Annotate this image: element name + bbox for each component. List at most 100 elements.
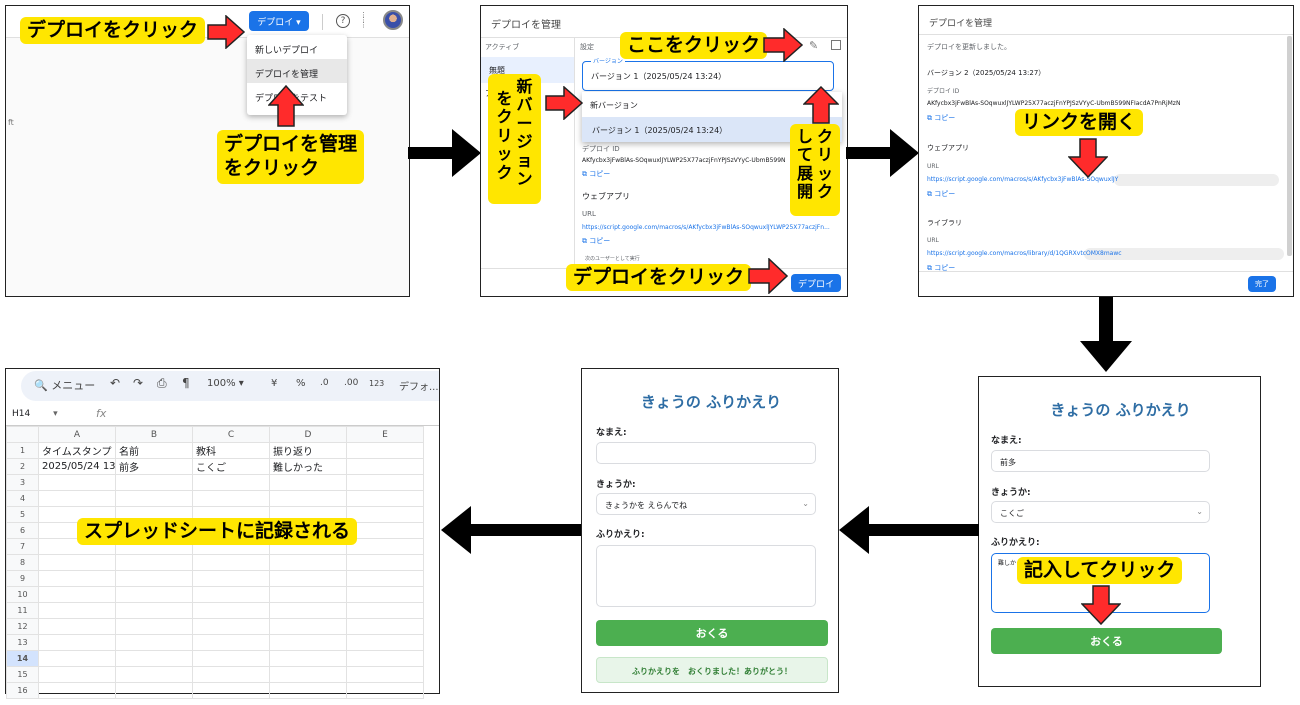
table-cell[interactable] [115, 634, 193, 651]
table-cell[interactable] [38, 634, 116, 651]
row-header[interactable]: 2 [6, 458, 39, 475]
table-cell[interactable]: タイムスタンプ [38, 442, 116, 459]
table-cell[interactable] [192, 586, 270, 603]
table-cell[interactable] [192, 602, 270, 619]
avatar[interactable] [383, 10, 403, 30]
percent-icon[interactable]: % [296, 378, 306, 389]
paint-format-icon[interactable]: ¶ [182, 376, 190, 390]
help-icon[interactable]: ? [336, 14, 350, 28]
table-cell[interactable] [269, 682, 347, 699]
table-cell[interactable]: 前多 [115, 458, 193, 475]
table-cell[interactable] [115, 570, 193, 587]
table-cell[interactable] [38, 554, 116, 571]
table-cell[interactable] [115, 618, 193, 635]
menu-item-manage-deploy[interactable]: デプロイを管理 [247, 59, 347, 83]
table-cell[interactable] [192, 682, 270, 699]
table-cell[interactable] [115, 554, 193, 571]
table-cell[interactable] [192, 650, 270, 667]
table-cell[interactable] [346, 682, 424, 699]
table-cell[interactable]: 難しかった [269, 458, 347, 475]
edit-icon[interactable]: ✎ [809, 39, 819, 52]
row-header[interactable]: 7 [6, 538, 39, 555]
done-button[interactable]: 完了 [1248, 276, 1276, 292]
row-header[interactable]: 11 [6, 602, 39, 619]
table-cell[interactable] [38, 570, 116, 587]
table-cell[interactable] [269, 666, 347, 683]
row-header[interactable]: 1 [6, 442, 39, 459]
table-cell[interactable]: 名前 [115, 442, 193, 459]
table-cell[interactable] [192, 634, 270, 651]
table-cell[interactable] [269, 554, 347, 571]
table-cell[interactable] [192, 474, 270, 491]
table-cell[interactable] [192, 490, 270, 507]
font-select[interactable]: デフォ... [399, 382, 439, 393]
table-cell[interactable] [346, 458, 424, 475]
table-cell[interactable] [115, 682, 193, 699]
table-cell[interactable] [346, 538, 424, 555]
table-cell[interactable] [346, 634, 424, 651]
table-cell[interactable] [38, 666, 116, 683]
webapp-url[interactable]: https://script.google.com/macros/s/AKfyc… [927, 176, 1119, 183]
table-cell[interactable] [192, 570, 270, 587]
copy-button[interactable]: ⧉ コピー [927, 114, 956, 122]
number-format-icon[interactable]: 123 [369, 379, 385, 388]
table-cell[interactable] [346, 554, 424, 571]
table-cell[interactable] [346, 650, 424, 667]
column-header[interactable]: B [115, 426, 193, 443]
table-cell[interactable] [346, 570, 424, 587]
archive-icon[interactable] [831, 40, 841, 50]
table-cell[interactable] [38, 490, 116, 507]
undo-icon[interactable]: ↶ [110, 376, 121, 390]
scrollbar[interactable] [1287, 36, 1292, 256]
table-cell[interactable] [38, 618, 116, 635]
library-url[interactable]: https://script.google.com/macros/library… [927, 250, 1122, 257]
copy-url-button[interactable]: ⧉ コピー [582, 237, 611, 245]
cell-ref[interactable]: H14 ▾ [12, 409, 58, 419]
column-header[interactable]: E [346, 426, 424, 443]
table-cell[interactable] [269, 490, 347, 507]
corner-cell[interactable] [6, 426, 39, 443]
increase-decimal-icon[interactable]: .00 [344, 378, 359, 388]
table-cell[interactable] [115, 586, 193, 603]
table-cell[interactable] [346, 522, 424, 539]
table-cell[interactable] [192, 554, 270, 571]
deploy-button[interactable]: デプロイ ▾ [249, 11, 309, 31]
table-cell[interactable] [38, 602, 116, 619]
row-header[interactable]: 10 [6, 586, 39, 603]
row-header[interactable]: 6 [6, 522, 39, 539]
table-cell[interactable] [38, 586, 116, 603]
zoom-select[interactable]: 100% ▾ [207, 378, 244, 389]
option-new-version[interactable]: 新バージョン [590, 101, 638, 110]
menu-search[interactable]: 🔍 メニュー [34, 379, 96, 392]
table-cell[interactable] [115, 602, 193, 619]
copy-lib-button[interactable]: ⧉ コピー [927, 264, 956, 272]
table-cell[interactable]: 教科 [192, 442, 270, 459]
apps-icon[interactable]: ⋮⋮⋮ [360, 11, 367, 29]
subject-select[interactable]: こくご ⌄ [991, 501, 1210, 523]
table-cell[interactable] [38, 682, 116, 699]
row-header[interactable]: 3 [6, 474, 39, 491]
table-cell[interactable]: 振り返り [269, 442, 347, 459]
row-header[interactable]: 16 [6, 682, 39, 699]
column-header[interactable]: A [38, 426, 116, 443]
table-cell[interactable] [346, 586, 424, 603]
row-header[interactable]: 9 [6, 570, 39, 587]
row-header[interactable]: 12 [6, 618, 39, 635]
table-cell[interactable]: こくご [192, 458, 270, 475]
copy-url-button[interactable]: ⧉ コピー [927, 190, 956, 198]
copy-button[interactable]: ⧉ コピー [582, 170, 611, 178]
table-cell[interactable] [346, 666, 424, 683]
submit-button[interactable]: おくる [596, 620, 828, 646]
table-cell[interactable]: 2025/05/24 13:2 [38, 458, 116, 475]
webapp-url[interactable]: https://script.google.com/macros/s/AKfyc… [582, 224, 830, 231]
table-cell[interactable] [269, 602, 347, 619]
subject-select[interactable]: きょうかを えらんでね ⌄ [596, 493, 816, 515]
table-cell[interactable] [269, 634, 347, 651]
redo-icon[interactable]: ↷ [133, 376, 144, 390]
table-cell[interactable] [38, 650, 116, 667]
table-cell[interactable] [115, 474, 193, 491]
table-cell[interactable] [115, 650, 193, 667]
table-cell[interactable] [269, 474, 347, 491]
reflection-textarea[interactable] [596, 545, 816, 607]
table-cell[interactable] [115, 666, 193, 683]
